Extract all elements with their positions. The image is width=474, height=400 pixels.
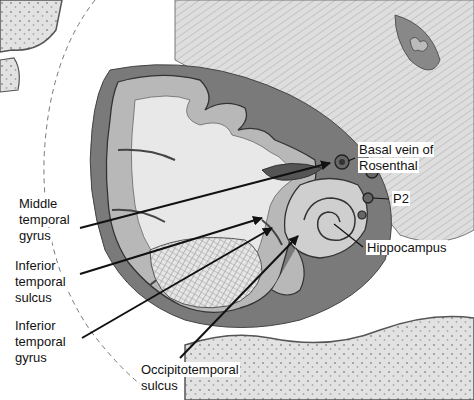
structure-label: Hippocampus [366,240,470,256]
leader-arrows [80,163,330,358]
leader-line [348,158,355,161]
leader-arrow [80,163,330,228]
leader-arrow [180,236,298,358]
structure-label: Occipitotemporal sulcus [140,362,260,394]
leader-arrow [80,218,262,274]
sulcus [118,150,175,160]
choroid-plexus [410,37,428,51]
ventricle [395,15,440,70]
hippocampus-figure [272,179,367,296]
csf-space [90,65,391,328]
structure-label: Basal vein of Rosenthal [358,142,470,174]
structure-label: Middle temporal gyrus [18,196,80,244]
leader-line [334,224,363,247]
skull-base [185,317,474,400]
skull-bone [0,58,19,92]
leader-arrow [82,228,272,338]
structure-label: Inferior temporal gyrus [14,318,78,366]
structure-label: P2 [392,191,432,207]
structure-label: Inferior temporal sulcus [14,258,78,306]
skull-bone [0,0,62,52]
sulcus [112,210,165,222]
leader-line [373,198,389,199]
